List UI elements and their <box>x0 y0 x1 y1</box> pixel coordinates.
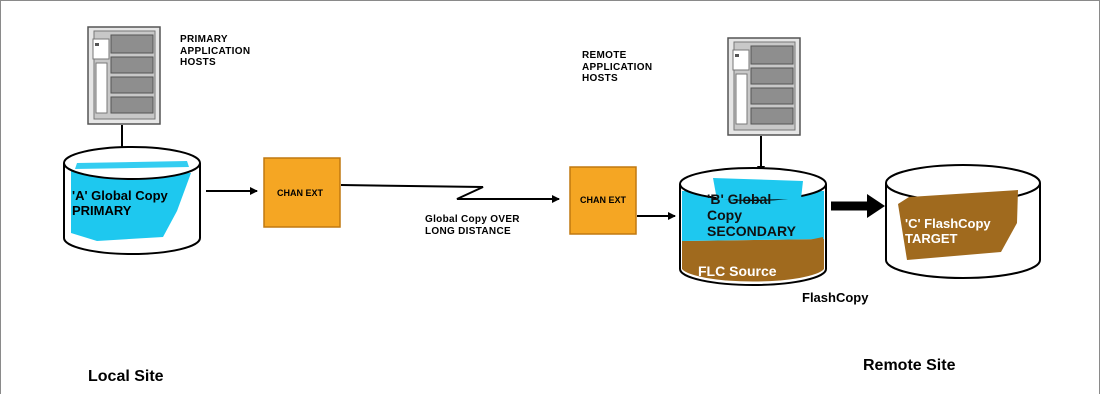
long-distance-label: Global Copy OVER LONG DISTANCE <box>425 214 520 237</box>
chan-ext-2-label: CHAN EXT <box>580 195 627 205</box>
disk-c-label: 'C' FlashCopy TARGET <box>905 216 991 246</box>
primary-server-icon <box>87 26 161 125</box>
chan-ext-2-box <box>569 166 637 235</box>
disk-b-label: 'B' Global Copy SECONDARY <box>707 191 796 240</box>
disk-a-label: 'A' Global Copy PRIMARY <box>72 188 168 218</box>
chan-ext-1-label: CHAN EXT <box>277 188 324 198</box>
flashcopy-label: FlashCopy <box>802 290 869 305</box>
remote-server-icon <box>727 37 801 136</box>
local-site-label: Local Site <box>88 368 164 385</box>
chan-ext-1-box <box>263 157 341 228</box>
long-distance-link <box>340 184 560 203</box>
disk-c-icon <box>885 164 1041 279</box>
disk-a-icon <box>63 146 201 255</box>
disk-b-icon <box>679 167 827 286</box>
remote-site-label: Remote Site <box>863 357 956 374</box>
primary-hosts-label: PRIMARY APPLICATION HOSTS <box>180 34 251 68</box>
flashcopy-arrow-head <box>867 194 885 218</box>
flc-source-label: FLC Source <box>698 263 777 279</box>
remote-hosts-label: REMOTE APPLICATION HOSTS <box>582 50 653 84</box>
